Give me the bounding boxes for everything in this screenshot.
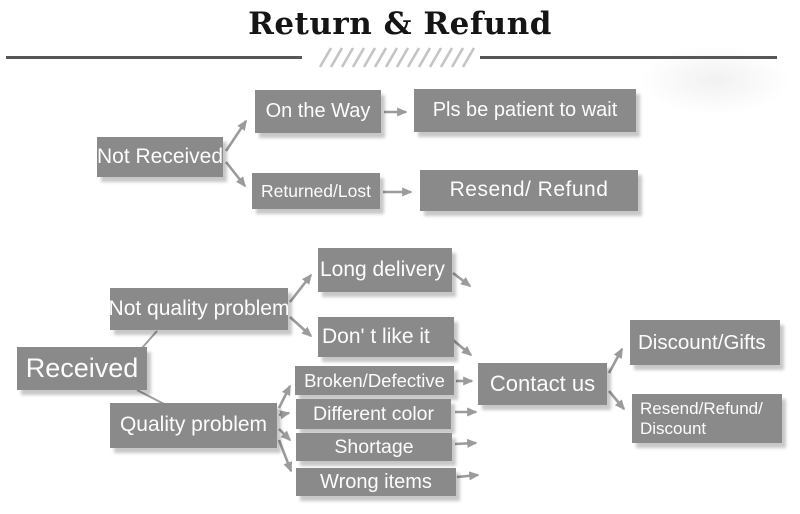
node-label: Quality problem bbox=[119, 413, 268, 437]
node-discount-gifts: Discount/Gifts bbox=[630, 320, 780, 365]
node-label: Long delivery bbox=[320, 257, 445, 281]
node-contact-us: Contact us bbox=[478, 363, 607, 405]
node-label: Don' t like it bbox=[322, 324, 430, 348]
node-resend-refund-discount: Resend/Refund/ Discount bbox=[632, 394, 782, 443]
node-broken-defective: Broken/Defective bbox=[295, 366, 454, 395]
node-wrong-items: Wrong items bbox=[296, 468, 456, 496]
node-label: Not Received bbox=[96, 144, 224, 168]
node-label: Not quality problem bbox=[108, 296, 290, 320]
node-returned-lost: Returned/Lost bbox=[252, 173, 380, 209]
node-label: Discount/Gifts bbox=[638, 330, 766, 354]
divider-line-left bbox=[6, 56, 302, 59]
node-label: Received bbox=[25, 353, 139, 384]
node-label: Broken/Defective bbox=[304, 369, 445, 391]
page-title: Return & Refund bbox=[248, 6, 552, 42]
node-label: Shortage bbox=[334, 435, 414, 458]
node-dont-like-it: Don' t like it bbox=[318, 317, 454, 357]
node-label: Returned/Lost bbox=[261, 180, 371, 201]
node-pls-be-patient: Pls be patient to wait bbox=[414, 89, 636, 132]
node-long-delivery: Long delivery bbox=[318, 248, 452, 292]
node-resend-refund: Resend/ Refund bbox=[420, 170, 638, 211]
node-received: Received bbox=[17, 347, 147, 390]
node-shortage: Shortage bbox=[296, 433, 452, 461]
node-not-quality-problem: Not quality problem bbox=[108, 288, 290, 330]
node-different-color: Different color bbox=[296, 399, 451, 429]
node-on-the-way: On the Way bbox=[255, 90, 381, 133]
node-label: Pls be patient to wait bbox=[432, 99, 618, 121]
node-label: Resend/ Refund bbox=[449, 178, 609, 202]
node-label: Wrong items bbox=[320, 470, 432, 493]
divider-line-right bbox=[480, 56, 777, 59]
hatch-decoration bbox=[318, 47, 476, 68]
node-label: On the Way bbox=[265, 100, 371, 122]
node-label: Different color bbox=[312, 402, 435, 425]
node-not-received: Not Received bbox=[97, 137, 223, 177]
node-quality-problem: Quality problem bbox=[110, 403, 277, 448]
node-label: Contact us bbox=[489, 371, 596, 397]
node-label-line2: Discount bbox=[640, 418, 707, 438]
node-label-line1: Resend/Refund/ bbox=[640, 398, 763, 418]
